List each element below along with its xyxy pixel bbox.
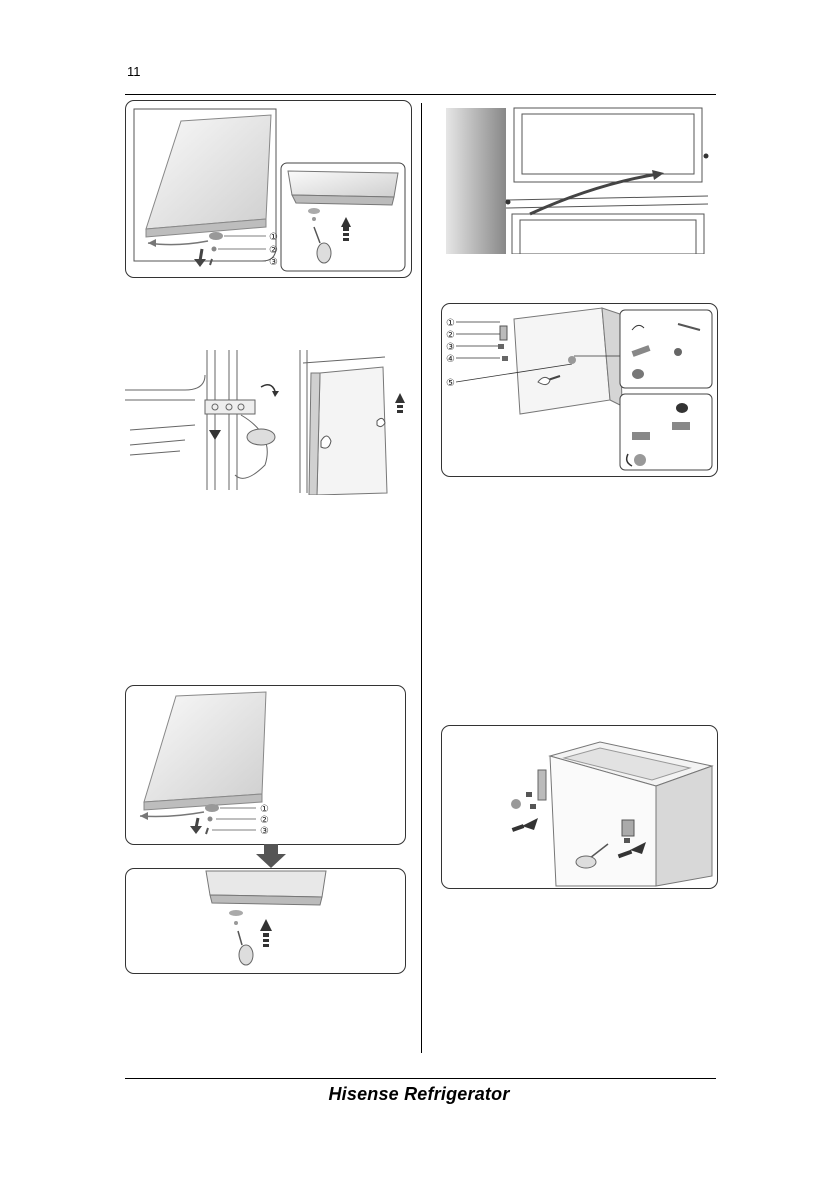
callout-4: ④	[446, 354, 455, 365]
figure-hinge-cover	[446, 104, 711, 254]
callout-3: ③	[260, 826, 269, 837]
callout-2: ②	[269, 245, 278, 256]
callout-1: ①	[260, 804, 269, 815]
down-arrow-icon	[256, 844, 286, 868]
figure-foot-adjust	[441, 725, 718, 889]
column-divider	[421, 103, 422, 1053]
arrow-down-icon	[190, 818, 202, 834]
figure-hinge-detail	[125, 345, 410, 495]
callout-1: ①	[269, 232, 278, 243]
page-number: 11	[127, 64, 141, 79]
callout-2: ②	[446, 330, 455, 341]
callout-5: ⑤	[446, 378, 455, 389]
callout-1: ①	[446, 318, 455, 329]
arrow-up-right-icon	[512, 818, 538, 832]
arrow-up-icon	[260, 919, 272, 947]
footer-brand: Hisense Refrigerator	[0, 1084, 838, 1105]
figure-door-reinstall	[125, 868, 406, 974]
figure-door-hinge-top: ① ② ③	[125, 685, 406, 845]
callout-2: ②	[260, 815, 269, 826]
arrow-down-icon	[209, 430, 221, 440]
screwdriver-icon	[238, 931, 253, 965]
footer-rule	[125, 1078, 716, 1079]
callout-3: ③	[269, 257, 278, 268]
header-rule	[125, 94, 716, 95]
callout-3: ③	[446, 342, 455, 353]
figure-hinge-parts: ① ② ③ ④ ⑤	[441, 303, 718, 477]
arrow-up-icon	[395, 393, 405, 413]
rotate-arrow-icon	[261, 385, 279, 397]
figure-door-removal: ① ② ③	[125, 100, 412, 278]
